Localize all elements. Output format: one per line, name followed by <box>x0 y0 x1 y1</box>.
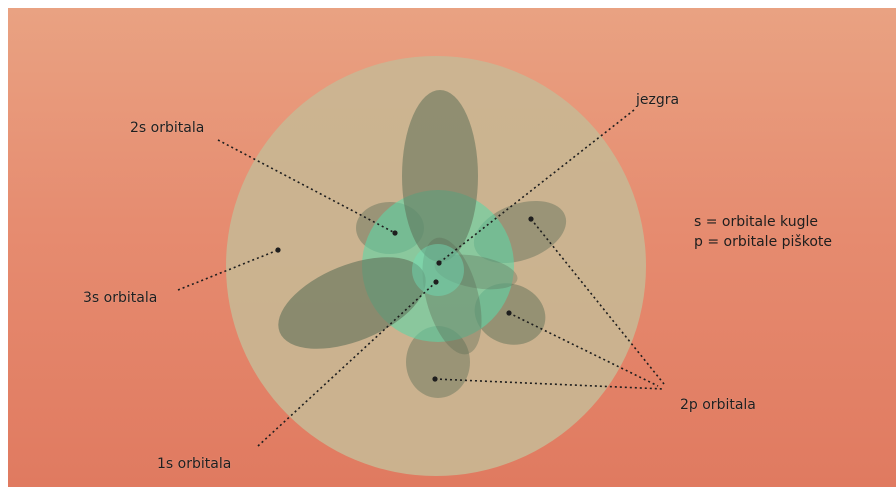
legend: s = orbitale kugle p = orbitale piškote <box>694 212 832 252</box>
label-2s-orbital: 2s orbitala <box>130 120 205 136</box>
marker-2p-a <box>528 216 534 222</box>
label-2p-orbital: 2p orbitala <box>680 397 756 413</box>
marker-nucleus <box>436 260 442 266</box>
pointer-2s <box>217 139 396 234</box>
pointer-2p-a <box>530 218 665 385</box>
lobe-2p-left <box>278 257 426 349</box>
pointer-2p-c <box>434 378 665 390</box>
label-1s-orbital: 1s orbitala <box>157 456 232 472</box>
label-nucleus: jezgra <box>636 92 680 108</box>
marker-2p-b <box>506 310 512 316</box>
label-3s-orbital: 3s orbitala <box>83 290 158 306</box>
lobe-2p-center-right <box>434 254 518 290</box>
marker-2p-c <box>432 376 438 382</box>
marker-1s <box>433 279 439 285</box>
pointer-1s <box>257 281 437 447</box>
legend-p-line: p = orbitale piškote <box>694 234 832 250</box>
legend-s-line: s = orbitale kugle <box>694 214 818 230</box>
lobe-2p-center-down <box>422 237 482 355</box>
sphere-1s <box>412 244 464 296</box>
lobe-2p-bottom <box>406 326 470 398</box>
lobe-2p-top <box>402 90 478 262</box>
marker-3s <box>275 247 281 253</box>
pointer-nucleus <box>438 109 635 264</box>
marker-2s <box>392 230 398 236</box>
